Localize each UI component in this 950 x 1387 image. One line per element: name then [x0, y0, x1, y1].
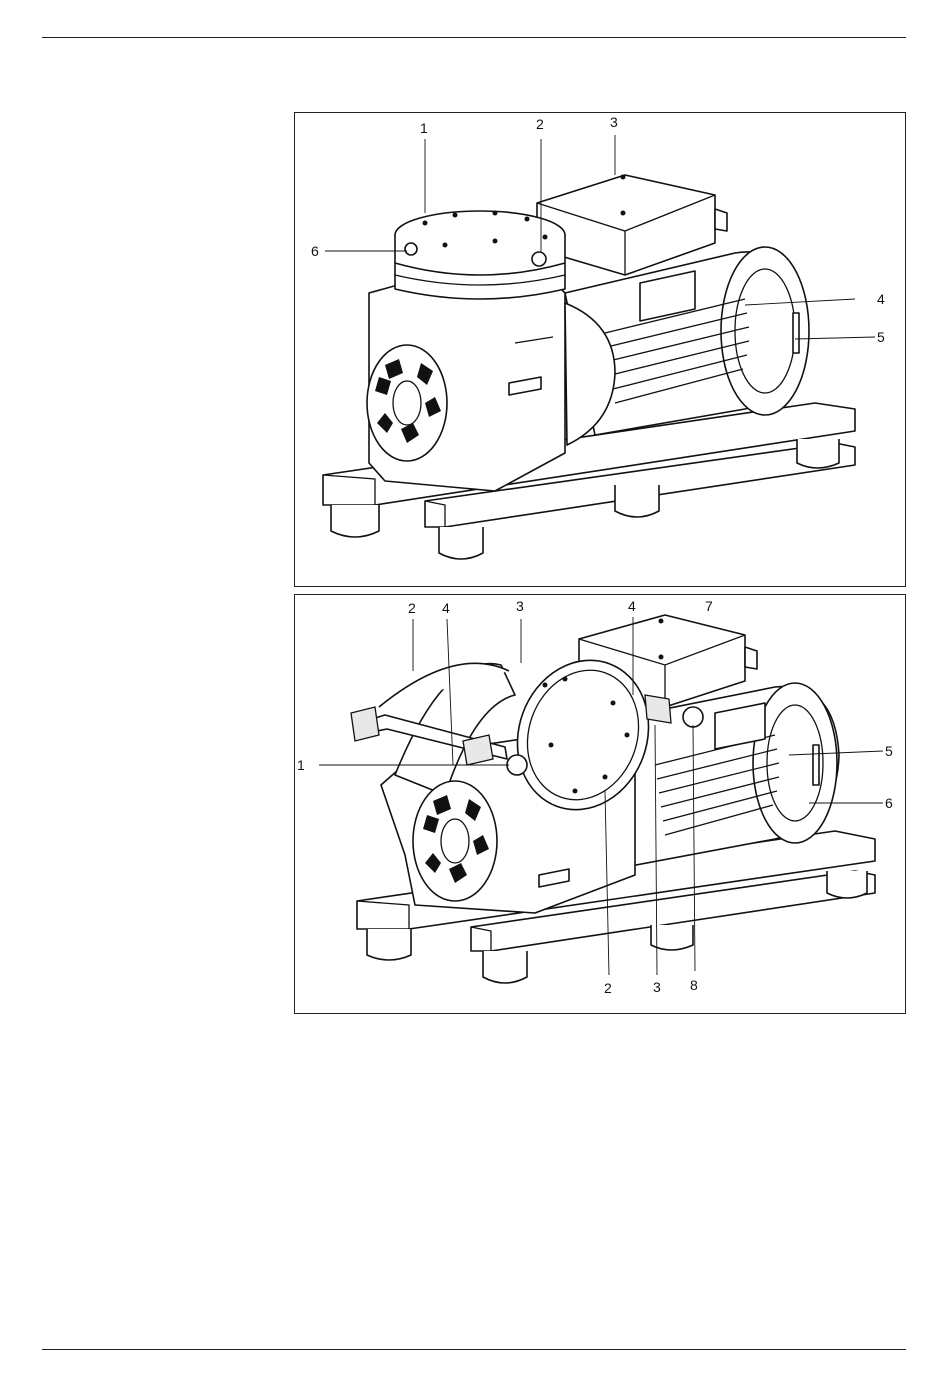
- header-rule: [42, 37, 906, 38]
- callout-5: 5: [877, 329, 885, 345]
- callout-4-top-left: 4: [442, 600, 450, 616]
- callout-7: 7: [705, 598, 713, 614]
- callout-5: 5: [885, 743, 893, 759]
- fan-cover: [413, 781, 497, 901]
- pump-illustration-1: 1 2 3 4 5 6: [295, 113, 907, 588]
- figure-pump-connected-view: 2 4 3 4 7 1 5 6 2 3 8: [294, 594, 906, 1014]
- callout-8: 8: [690, 977, 698, 993]
- callout-2-bottom: 2: [604, 980, 612, 996]
- callout-1: 1: [297, 757, 305, 773]
- callout-2: 2: [536, 116, 544, 132]
- callout-6: 6: [885, 795, 893, 811]
- callout-6: 6: [311, 243, 319, 259]
- callout-2-top: 2: [408, 600, 416, 616]
- callout-3-bottom: 3: [653, 979, 661, 995]
- callout-3-top: 3: [516, 598, 524, 614]
- fan-cover: [367, 345, 447, 461]
- footer-rule: [42, 1349, 906, 1350]
- callout-4: 4: [877, 291, 885, 307]
- pump-illustration-2: 2 4 3 4 7 1 5 6 2 3 8: [295, 595, 907, 1015]
- callout-4-top-right: 4: [628, 598, 636, 614]
- callout-1: 1: [420, 120, 428, 136]
- figure-pump-front-view: 1 2 3 4 5 6: [294, 112, 906, 587]
- callout-3: 3: [610, 114, 618, 130]
